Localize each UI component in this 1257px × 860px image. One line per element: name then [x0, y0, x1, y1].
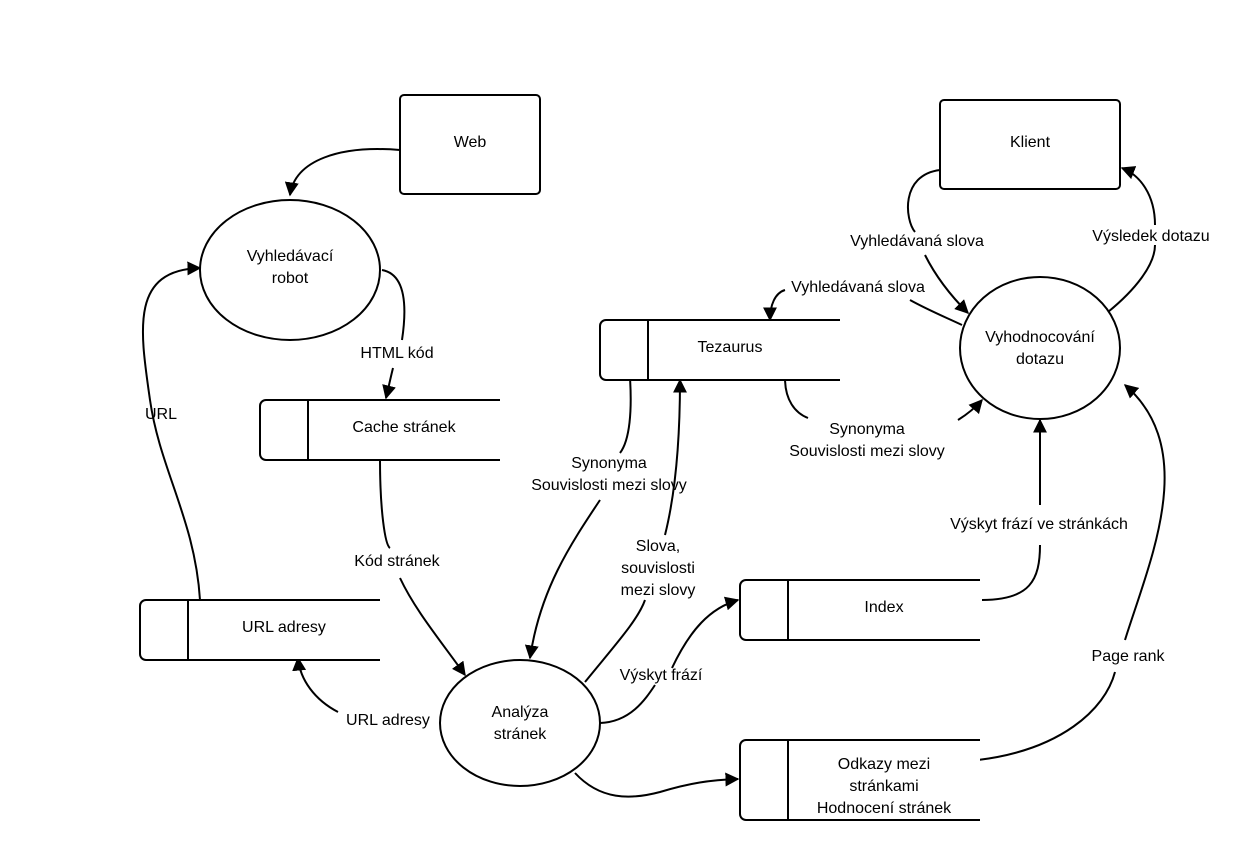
flow-index-to-vyhodnoceni — [981, 420, 1040, 601]
entity-klient-box — [939, 99, 1121, 190]
flow-vyhodnoceni-to-klient — [1107, 168, 1156, 313]
flow-cache-to-analyza — [379, 459, 465, 675]
entity-klient-label: Klient — [1010, 134, 1051, 151]
flow-label-synonyma-left-1: Synonyma — [571, 455, 647, 472]
flow-labels: HTML kód URL Kód stránek URL adresy Syno… — [145, 228, 1210, 729]
store-odkazy: Odkazy mezi stránkami Hodnocení stránek — [739, 739, 980, 821]
flow-label-vysledek-dotazu: Výsledek dotazu — [1092, 228, 1209, 245]
flow-odkazy-to-vyhodnoceni — [977, 385, 1166, 761]
store-tezaurus-outline — [599, 319, 840, 381]
store-tezaurus: Tezaurus — [599, 319, 840, 381]
process-vyhodnoceni-label-2: dotazu — [1016, 351, 1064, 368]
flow-label-synonyma-left-2: Souvislosti mezi slovy — [531, 477, 687, 494]
store-url-label: URL adresy — [242, 619, 326, 636]
process-analyza-label-1: Analýza — [492, 704, 549, 721]
entity-web-label: Web — [454, 134, 487, 151]
flow-analyza-to-tezaurus — [584, 380, 680, 683]
process-vyhodnoceni: Vyhodnocování dotazu — [959, 276, 1121, 420]
process-robot-circle — [199, 199, 381, 341]
flow-label-slova-1: Slova, — [636, 538, 680, 555]
flow-vyhodnoceni-to-tezaurus — [770, 289, 963, 325]
flow-web-to-robot — [284, 148, 401, 197]
store-odkazy-outline — [739, 739, 980, 821]
flow-label-synonyma-right-1: Synonyma — [829, 421, 905, 438]
flow-label-page-rank: Page rank — [1092, 648, 1166, 665]
store-index-outline — [739, 579, 980, 641]
process-analyza-circle — [439, 659, 601, 787]
flow-robot-to-cache — [382, 269, 406, 398]
flow-tezaurus-to-analyza — [530, 377, 632, 658]
process-vyhodnoceni-label-1: Vyhodnocování — [985, 329, 1095, 346]
flow-klient-to-vyhodnoceni — [906, 169, 968, 313]
flow-label-vyskyt-frazi: Výskyt frází — [620, 667, 703, 684]
process-robot-label-2: robot — [272, 270, 309, 287]
flow-label-url: URL — [145, 406, 177, 423]
flow-label-vyhledavana-slova-tez: Vyhledávaná slova — [791, 279, 925, 296]
store-index-label: Index — [864, 599, 903, 616]
store-url-outline — [139, 599, 380, 661]
store-odkazy-label-2: stránkami — [849, 778, 918, 795]
store-odkazy-label-1: Odkazy mezi — [838, 756, 930, 773]
flow-analyza-to-urladresy — [292, 656, 339, 713]
flow-label-html-kod: HTML kód — [360, 345, 433, 362]
flow-edges — [141, 148, 1166, 798]
process-robot: Vyhledávací robot — [199, 199, 381, 341]
process-robot-label-1: Vyhledávací — [247, 248, 334, 265]
flow-analyza-to-odkazy — [574, 772, 740, 798]
flow-label-kod-stranek: Kód stránek — [354, 553, 440, 570]
store-cache-label: Cache stránek — [352, 419, 456, 436]
store-index: Index — [739, 579, 980, 641]
process-analyza-label-2: stránek — [494, 726, 547, 743]
flow-label-slova-3: mezi slovy — [621, 582, 696, 599]
store-odkazy-label-3: Hodnocení stránek — [817, 800, 952, 817]
process-vyhodnoceni-circle — [959, 276, 1121, 420]
entity-web-box — [399, 94, 541, 195]
flow-urladresy-to-robot — [141, 261, 202, 601]
flow-tezaurus-to-vyhodnoceni — [784, 377, 982, 421]
flow-label-url-adresy: URL adresy — [346, 712, 430, 729]
flow-label-vyskyt-ve-strankach: Výskyt frází ve stránkách — [950, 516, 1128, 533]
flow-label-synonyma-right-2: Souvislosti mezi slovy — [789, 443, 945, 460]
entity-klient: Klient — [939, 99, 1121, 190]
process-analyza: Analýza stránek — [439, 659, 601, 787]
store-url: URL adresy — [139, 599, 380, 661]
store-tezaurus-label: Tezaurus — [698, 339, 763, 356]
flow-label-slova-2: souvislosti — [621, 560, 695, 577]
flow-label-vyhledavana-slova-klient: Vyhledávaná slova — [850, 233, 984, 250]
entity-web: Web — [399, 94, 541, 195]
store-cache-outline — [259, 399, 500, 461]
flow-analyza-to-index — [599, 600, 738, 724]
store-cache: Cache stránek — [259, 399, 500, 461]
